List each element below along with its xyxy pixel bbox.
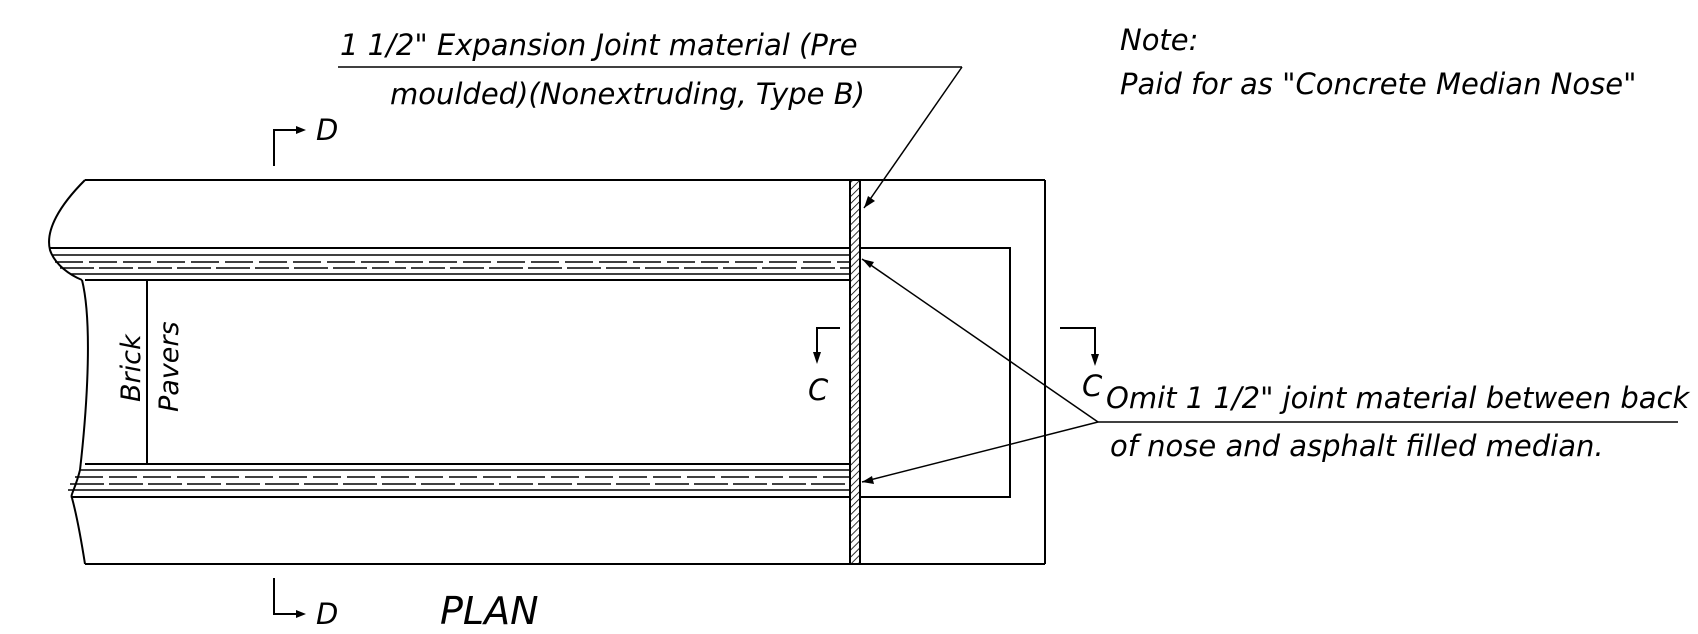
section-d-top-marker <box>273 126 306 166</box>
view-title: PLAN <box>440 589 539 633</box>
curb-band-top <box>50 247 850 281</box>
brick-label: Brick <box>116 333 147 402</box>
curb-band-bottom <box>68 463 850 498</box>
expansion-joint-strip <box>849 179 861 565</box>
inner-nose-box <box>860 247 1011 498</box>
section-d-bottom-marker <box>273 578 306 618</box>
section-c-left-marker <box>813 327 840 364</box>
pavers-label: Pavers <box>154 321 185 412</box>
median-outline <box>48 179 1046 565</box>
omit-joint-label-line1: Omit 1 1/2" joint material between back <box>1106 381 1690 415</box>
leader-expansion-joint <box>338 66 963 209</box>
note-body: Paid for as "Concrete Median Nose" <box>1120 67 1636 101</box>
leader-omit-joint <box>861 258 1678 484</box>
note-title: Note: <box>1120 23 1198 57</box>
joint-material-label-line2: moulded)(Nonextruding, Type B) <box>390 77 865 111</box>
omit-joint-label-line2: of nose and asphalt filled median. <box>1110 429 1604 463</box>
section-d-top-label: D <box>316 113 338 147</box>
section-c-right-marker <box>1060 327 1099 366</box>
section-c-left-label: C <box>808 373 829 407</box>
section-d-bottom-label: D <box>316 597 338 631</box>
joint-material-label-line1: 1 1/2" Expansion Joint material (Pre <box>340 28 858 62</box>
section-c-right-label: C <box>1082 369 1103 403</box>
